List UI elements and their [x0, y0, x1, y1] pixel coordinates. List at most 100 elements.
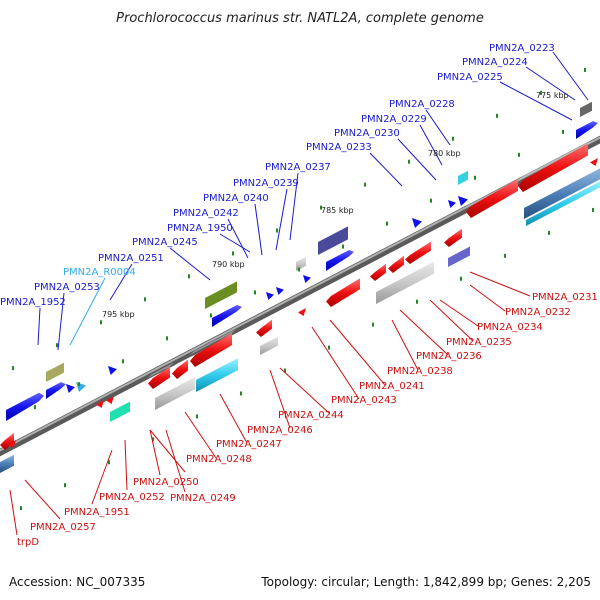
gene-forward-other[interactable] — [205, 277, 241, 309]
scale-tick — [408, 159, 410, 164]
gene-reverse[interactable] — [405, 237, 435, 264]
gene-reverse-small[interactable] — [298, 308, 306, 316]
gene-reverse-small[interactable] — [96, 400, 104, 408]
gene-label[interactable]: PMN2A_0235 — [446, 337, 512, 348]
gene-forward-small[interactable] — [66, 384, 75, 393]
scale-tick — [166, 336, 168, 341]
gene-reverse[interactable] — [370, 259, 390, 281]
gene-label[interactable]: PMN2A_0244 — [278, 410, 344, 421]
gene-label[interactable]: PMN2A_0252 — [99, 492, 165, 503]
gene-label[interactable]: PMN2A_0228 — [389, 99, 455, 110]
gene-reverse-other[interactable] — [155, 373, 199, 410]
gene-label[interactable]: PMN2A_0240 — [203, 193, 269, 204]
genome-title: Prochlorococcus marinus str. NATL2A, com… — [116, 11, 484, 26]
scale-tick — [474, 175, 476, 180]
gene-reverse-other[interactable] — [524, 164, 600, 219]
gene-label[interactable]: PMN2A_0249 — [170, 493, 236, 504]
kbp-marker: 795 kbp — [102, 310, 135, 319]
gene-label[interactable]: PMN2A_0225 — [437, 72, 503, 83]
gene-reverse-other[interactable] — [196, 354, 242, 392]
gene-forward-other[interactable] — [580, 97, 596, 117]
scale-tick — [540, 90, 542, 95]
gene-label[interactable]: PMN2A_0230 — [334, 128, 400, 139]
gene-reverse-other[interactable] — [110, 397, 134, 422]
gene-forward-other[interactable] — [296, 252, 310, 271]
gene-label[interactable]: PMN2A_0242 — [173, 208, 239, 219]
gene-reverse[interactable] — [148, 362, 174, 389]
gene-forward[interactable] — [212, 298, 246, 327]
scale-tick — [562, 129, 564, 134]
gene-reverse-other[interactable] — [526, 176, 600, 226]
gene-label[interactable]: PMN2A_0233 — [306, 142, 372, 153]
gene-forward-small[interactable] — [448, 200, 456, 208]
gene-label[interactable]: PMN2A_0223 — [489, 43, 555, 54]
gene-reverse[interactable] — [256, 315, 276, 337]
gene-forward[interactable] — [46, 375, 70, 399]
gene-reverse-other[interactable] — [260, 332, 282, 355]
gene-forward-rna[interactable] — [76, 382, 86, 392]
gene-label[interactable]: PMN2A_0229 — [361, 114, 427, 125]
gene-reverse-small[interactable] — [106, 396, 114, 404]
gene-reverse[interactable] — [190, 329, 236, 367]
gene-label[interactable]: PMN2A_0232 — [505, 307, 571, 318]
gene-label[interactable]: PMN2A_1950 — [167, 223, 233, 234]
gene-reverse[interactable] — [388, 251, 408, 273]
gene-forward[interactable] — [576, 115, 600, 139]
gene-reverse[interactable] — [326, 274, 364, 307]
gene-label[interactable]: PMN2A_0238 — [387, 366, 453, 377]
gene-label[interactable]: PMN2A_0237 — [265, 162, 331, 173]
gene-label[interactable]: PMN2A_1952 — [0, 297, 66, 308]
gene-label[interactable]: PMN2A_0231 — [532, 292, 598, 303]
gene-forward-small[interactable] — [108, 366, 117, 375]
kbp-marker: 790 kbp — [212, 260, 245, 269]
gene-forward-other[interactable] — [318, 222, 352, 255]
label-leader-line — [219, 393, 248, 444]
gene-label-rna[interactable]: PMN2A_R0004 — [63, 267, 136, 278]
gene-forward-other[interactable] — [458, 166, 472, 185]
gene-reverse[interactable] — [466, 174, 522, 218]
gene-label[interactable]: PMN2A_0257 — [30, 522, 96, 533]
gene-reverse-other[interactable] — [376, 257, 438, 304]
label-leader-line — [57, 292, 65, 351]
gene-label[interactable]: PMN2A_0239 — [233, 178, 299, 189]
gene-reverse[interactable] — [444, 224, 466, 247]
scale-tick — [452, 136, 454, 141]
gene-reverse[interactable] — [172, 355, 192, 379]
gene-label[interactable]: PMN2A_0243 — [331, 395, 397, 406]
scale-tick — [430, 198, 432, 203]
label-leader-line — [169, 247, 211, 281]
gene-forward-small[interactable] — [412, 218, 422, 228]
gene-reverse-other[interactable] — [0, 450, 18, 473]
scale-tick — [328, 345, 330, 350]
gene-label[interactable]: PMN2A_0241 — [359, 381, 425, 392]
gene-forward-other[interactable] — [46, 358, 68, 382]
gene-label[interactable]: PMN2A_0251 — [98, 253, 164, 264]
gene-reverse-other[interactable] — [448, 242, 474, 267]
label-leader-line — [269, 369, 291, 429]
gene-label[interactable]: PMN2A_0246 — [247, 425, 313, 436]
gene-reverse-small[interactable] — [590, 158, 598, 166]
gene-label[interactable]: PMN2A_1951 — [64, 507, 130, 518]
gene-label[interactable]: PMN2A_0245 — [132, 237, 198, 248]
gene-label[interactable]: PMN2A_0248 — [186, 454, 252, 465]
gene-reverse[interactable] — [0, 428, 18, 450]
gene-label[interactable]: trpD — [17, 537, 39, 548]
gene-forward-small[interactable] — [458, 196, 468, 206]
gene-reverse-small[interactable] — [8, 440, 16, 448]
gene-label[interactable]: PMN2A_0247 — [216, 439, 282, 450]
gene-label[interactable]: PMN2A_0253 — [34, 282, 100, 293]
gene-label[interactable]: PMN2A_0224 — [462, 57, 528, 68]
gene-label[interactable]: PMN2A_0236 — [416, 351, 482, 362]
gene-label[interactable]: PMN2A_0234 — [477, 322, 543, 333]
label-leader-line — [469, 284, 506, 312]
gene-forward-small[interactable] — [266, 292, 274, 300]
genome-summary: Topology: circular; Length: 1,842,899 bp… — [260, 575, 591, 589]
scale-tick — [56, 343, 58, 348]
gene-forward-small[interactable] — [303, 275, 311, 283]
gene-reverse[interactable] — [518, 139, 592, 192]
label-leader-line — [525, 66, 576, 101]
gene-forward-small[interactable] — [276, 287, 284, 295]
gene-forward[interactable] — [6, 386, 48, 421]
gene-label[interactable]: PMN2A_0250 — [133, 477, 199, 488]
gene-forward[interactable] — [326, 243, 358, 271]
